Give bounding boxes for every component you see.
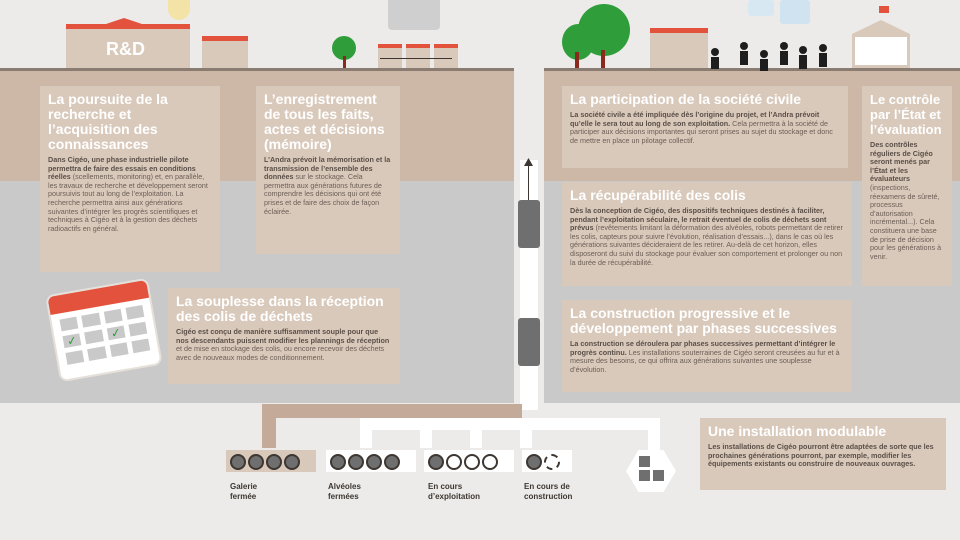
gallery-network: [420, 418, 432, 448]
person-icon: [737, 42, 751, 68]
lightbulb-icon: [168, 0, 190, 20]
gallery-network: [360, 418, 660, 430]
gallery-network: [262, 404, 522, 418]
card-title: Une installation modulable: [708, 423, 887, 439]
person-icon: [816, 44, 830, 70]
shed-building: [434, 44, 458, 68]
card-title: L’enregistrement de tous les faits, acte…: [264, 91, 385, 152]
person-icon: [708, 48, 722, 74]
card-body: La construction se déroulera par phases …: [570, 339, 840, 374]
rd-building: R&D: [66, 24, 190, 68]
card-body: Cigéo est conçu de manière suffisamment …: [176, 327, 390, 362]
surface-ground-line: [0, 68, 960, 71]
gallery-network: [262, 404, 276, 448]
card-retrievability: La récupérabilité des colis Dès la conce…: [562, 182, 852, 286]
card-title: La souplesse dans la réception des colis…: [176, 293, 384, 324]
module-block: [653, 470, 664, 481]
module-block: [639, 456, 650, 467]
state-building-icon: [852, 20, 910, 34]
legend-closed-cells-label: Alvéoles fermées: [328, 482, 361, 501]
card-society: La participation de la société civile La…: [562, 86, 848, 168]
tree-trunk: [601, 50, 605, 68]
modules-icon: [626, 450, 676, 492]
speech-bubble-icon: [780, 0, 810, 24]
card-research: La poursuite de la recherche et l’acquis…: [40, 86, 220, 272]
calendar-icon: ✓✓: [47, 279, 161, 381]
legend-closed-cells-swatch: [326, 450, 416, 472]
card-progressive: La construction progressive et le dévelo…: [562, 300, 852, 392]
card-body: L’Andra prévoit la mémorisation et la tr…: [264, 155, 391, 216]
tree-trunk: [343, 56, 346, 68]
arrow-up-head: [524, 158, 533, 166]
shaft: [520, 160, 538, 410]
gallery-network: [360, 418, 372, 448]
state-flag-icon: [879, 6, 889, 13]
tree-icon: [578, 4, 630, 56]
civil-building: [650, 28, 708, 68]
module-block: [639, 470, 650, 481]
legend-closed-gallery-label: Galerie fermée: [230, 482, 258, 501]
waste-package-icon: [518, 200, 540, 248]
person-icon: [777, 42, 791, 68]
shed-building: [406, 44, 430, 68]
card-body: Des contrôles réguliers de Cigéo seront …: [870, 140, 942, 261]
waste-package-icon: [518, 318, 540, 366]
truck-icon: [388, 0, 440, 30]
speech-bubble-icon: [748, 0, 774, 16]
card-modular: Une installation modulable Les installat…: [700, 418, 946, 490]
legend-in-construction-label: En cours de construction: [524, 482, 573, 501]
person-icon: [757, 50, 771, 76]
tree-trunk: [575, 52, 579, 68]
card-records: L’enregistrement de tous les faits, acte…: [256, 86, 400, 254]
legend-in-operation-swatch: [424, 450, 514, 472]
arrow-right-icon: [380, 58, 452, 59]
card-title: La poursuite de la recherche et l’acquis…: [48, 91, 168, 152]
shed-building: [378, 44, 402, 68]
card-title: La participation de la société civile: [570, 91, 802, 107]
person-icon: [796, 46, 810, 72]
legend-in-construction-swatch: [522, 450, 572, 472]
card-flexibility: La souplesse dans la réception des colis…: [168, 288, 400, 384]
gallery-network: [520, 418, 532, 448]
rd-label: R&D: [106, 39, 145, 59]
card-body: La société civile a été impliquée dès l’…: [570, 110, 833, 145]
rd-roof: [94, 18, 154, 28]
card-body: Les installations de Cigéo pourront être…: [708, 442, 934, 469]
card-title: La récupérabilité des colis: [570, 187, 746, 203]
card-body: Dans Cigéo, une phase industrielle pilot…: [48, 155, 208, 233]
card-state: Le contrôle par l’État et l’évaluation D…: [862, 86, 952, 286]
state-building-icon: [852, 34, 910, 68]
gallery-network: [470, 418, 482, 448]
card-title: Le contrôle par l’État et l’évaluation: [870, 92, 942, 137]
annex-building: [202, 36, 248, 68]
card-body: Dès la conception de Cigéo, des disposit…: [570, 206, 843, 267]
legend-closed-gallery-swatch: [226, 450, 316, 472]
arrow-up-icon: [528, 162, 529, 202]
legend-in-operation-label: En cours d’exploitation: [428, 482, 480, 501]
gallery-network: [648, 418, 660, 458]
card-title: La construction progressive et le dévelo…: [570, 305, 837, 336]
